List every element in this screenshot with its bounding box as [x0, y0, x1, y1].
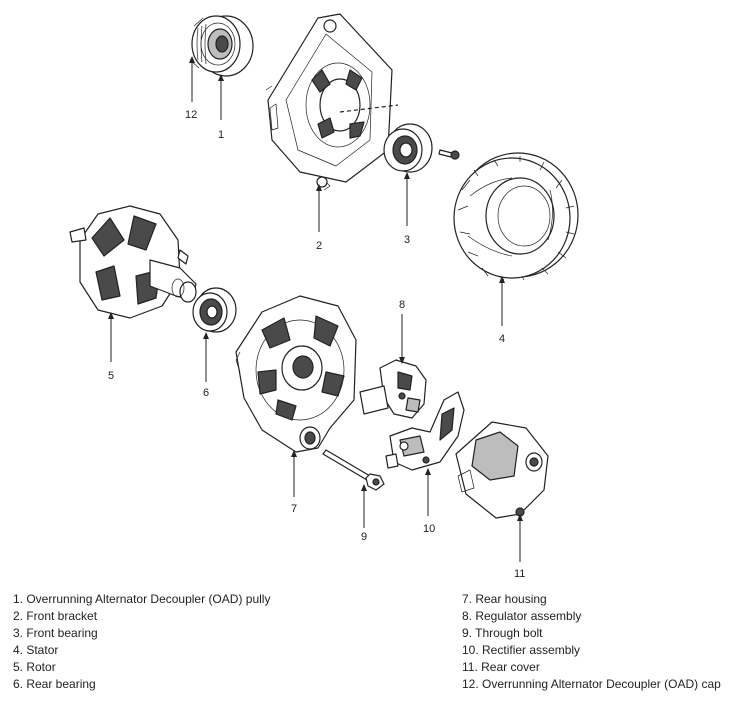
callout-9: 9 — [361, 531, 367, 543]
screw-part — [438, 149, 460, 160]
callout-6: 6 — [203, 387, 209, 399]
callout-5: 5 — [108, 370, 114, 382]
legend-item: 3. Front bearing — [13, 626, 98, 640]
legend-item: 2. Front bracket — [13, 609, 98, 623]
rear-bearing-part — [192, 287, 237, 333]
front-bracket-part — [265, 13, 399, 191]
callout-3: 3 — [404, 234, 410, 246]
callout-2: 2 — [316, 240, 322, 252]
legend-item: 9. Through bolt — [462, 626, 543, 640]
rear-cover-part — [455, 421, 549, 519]
callout-10: 10 — [423, 523, 435, 535]
stator-part — [453, 152, 579, 281]
callout-11: 11 — [514, 568, 525, 580]
legend-right-column: 7. Rear housing 8. Regulator assembly 9.… — [462, 591, 721, 693]
callout-4: 4 — [499, 333, 505, 345]
rotor-part — [69, 205, 197, 319]
legend-item: 10. Rectifier assembly — [462, 643, 581, 657]
through-bolt-part — [322, 449, 385, 491]
legend-item: 7. Rear housing — [462, 592, 547, 606]
legend-item: 12. Overrunning Alternator Decoupler (OA… — [462, 677, 721, 691]
legend-left-column: 1. Overrunning Alternator Decoupler (OAD… — [13, 591, 270, 693]
callout-1: 1 — [218, 129, 224, 141]
legend-item: 11. Rear cover — [462, 660, 540, 674]
rear-housing-part — [235, 295, 357, 453]
callout-7: 7 — [291, 503, 297, 515]
regulator-assembly-part — [359, 359, 427, 419]
leader-lines — [108, 56, 523, 562]
front-bearing-part — [383, 123, 433, 173]
oad-pulley-part — [189, 15, 254, 77]
legend-item: 6. Rear bearing — [13, 677, 96, 691]
exploded-view-diagram: 12 1 2 3 4 5 6 7 8 9 10 11 — [69, 13, 579, 580]
rectifier-assembly-part — [385, 391, 465, 471]
callout-numbers: 12 1 2 3 4 5 6 7 8 9 10 11 — [108, 109, 525, 580]
callout-12: 12 — [185, 109, 197, 121]
legend-item: 4. Stator — [13, 643, 59, 657]
legend-item: 5. Rotor — [13, 660, 56, 674]
legend-item: 8. Regulator assembly — [462, 609, 582, 623]
callout-8: 8 — [399, 299, 405, 311]
legend-item: 1. Overrunning Alternator Decoupler (OAD… — [13, 592, 271, 606]
